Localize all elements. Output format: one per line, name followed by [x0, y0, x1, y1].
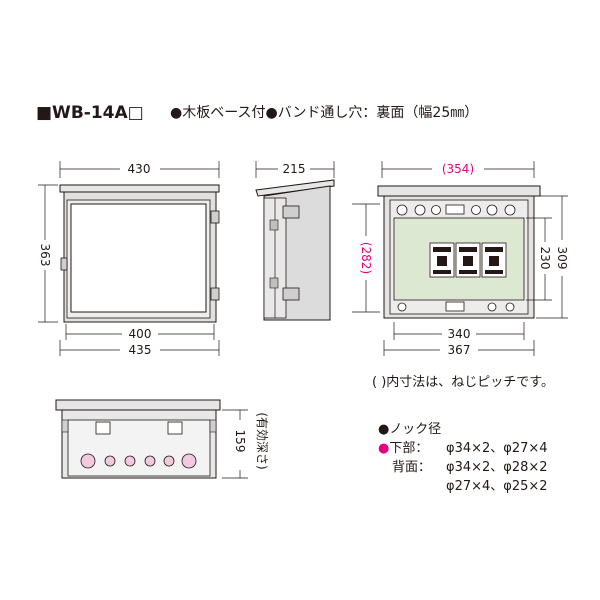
inside-view: (354) [352, 161, 569, 357]
dim-215: 215 [283, 162, 306, 176]
back-values-2: φ27×4、φ25×2 [446, 479, 548, 494]
back-label: 背面： [392, 460, 431, 475]
features-label: ●木板ベース付●バンド通し穴：裏面（幅25㎜） [170, 104, 478, 121]
dim-340: 340 [448, 327, 471, 341]
dim-230: 230 [538, 247, 552, 270]
back-values-1: φ34×2、φ28×2 [446, 460, 548, 475]
knock-holes-bottom [80, 453, 197, 469]
pitch-note: ( )内寸法は、ねじピッチです。 [372, 374, 554, 390]
dim-430: 430 [128, 162, 151, 176]
front-view: 430 363 400 435 [38, 161, 220, 357]
dim-363: 363 [38, 244, 52, 267]
bottom-label: ●下部： [378, 441, 428, 456]
side-view: 215 [255, 161, 335, 321]
dim-282-pitch: (282) [359, 242, 373, 274]
dim-159: 159 [233, 430, 247, 453]
dim-367: 367 [448, 343, 471, 357]
knock-notes: ●ノック径 ●下部： φ34×2、φ27×4 背面： φ34×2、φ28×2 φ… [378, 422, 548, 494]
dim-354-pitch: (354) [442, 162, 474, 176]
knock-title: ●ノック径 [378, 422, 441, 437]
model-label: ■WB-14A□ [36, 103, 144, 123]
bottom-view: 159 (有効深さ) [55, 399, 270, 479]
dim-400: 400 [129, 327, 152, 341]
effective-depth-note: (有効深さ) [255, 412, 270, 469]
dim-435: 435 [129, 343, 152, 357]
dim-309: 309 [555, 247, 569, 270]
bottom-values: φ34×2、φ27×4 [446, 441, 548, 456]
